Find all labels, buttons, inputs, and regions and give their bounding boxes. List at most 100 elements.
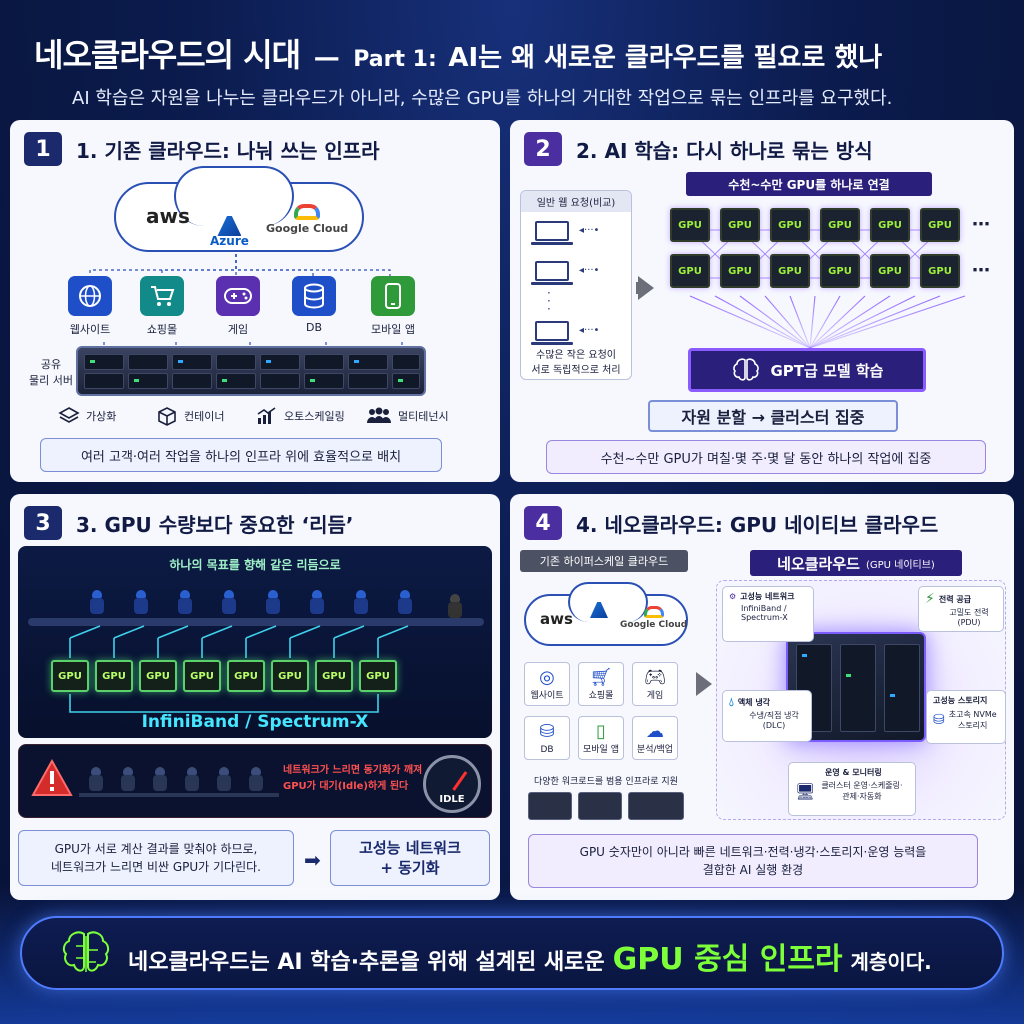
gauge-needle xyxy=(452,771,468,791)
status-led xyxy=(354,360,359,363)
laptop-icon xyxy=(531,321,573,345)
status-led xyxy=(846,674,851,677)
gpu-chip: GPU xyxy=(183,660,221,692)
feature-title-row: 💧︎액체 냉각 xyxy=(729,695,805,710)
rower xyxy=(151,767,169,793)
server-unit xyxy=(128,354,168,370)
storage-icon: ⛁ xyxy=(933,712,945,728)
panel-header: 2 2. AI 학습: 다시 하나로 묶는 방식 xyxy=(524,132,873,166)
rower xyxy=(215,767,233,793)
cluster-label: 수천~수만 GPU를 하나로 연결 xyxy=(686,172,932,196)
gpu-chip: GPU xyxy=(95,660,133,692)
laptop-icon xyxy=(531,221,573,245)
feature-title: 고성능 네트워크 xyxy=(740,592,795,601)
rhythm-caption: 하나의 목표를 향해 같은 리듬으로 xyxy=(169,558,341,572)
idle-gauge: IDLE xyxy=(423,755,481,813)
rower xyxy=(264,590,282,616)
google-cloud-label: Google Cloud xyxy=(620,620,688,630)
feature-autoscaling: 오토스케일링 xyxy=(256,406,345,426)
rower xyxy=(247,767,265,793)
status-led xyxy=(134,379,139,382)
feature-label: 컨테이너 xyxy=(184,410,225,423)
feature-network: ⚙고성능 네트워크 InfiniBand / Spectrum-X xyxy=(722,586,814,642)
panel-legacy-cloud: 1 1. 기존 클라우드: 나눠 쓰는 인프라 aws Azure Google… xyxy=(10,120,500,482)
google-cloud-icon xyxy=(643,606,664,618)
status-led xyxy=(222,379,227,382)
web-request-title: 일반 웹 요청(비교) xyxy=(521,191,631,212)
laptop-icon xyxy=(531,261,573,285)
feature-title-row: ⚙고성능 네트워크 xyxy=(729,591,807,602)
warning-icon xyxy=(31,759,73,796)
arrow-right-icon xyxy=(696,672,712,696)
gpu-chip: GPU xyxy=(720,254,760,288)
server-unit xyxy=(216,354,256,370)
sync-explanation: GPU가 서로 계산 결과를 맞춰야 하므로, 네트워크가 느리면 비싼 GPU… xyxy=(18,830,294,886)
feature-desc: 수냉/직접 냉각 (DLC) xyxy=(749,711,799,730)
conclusion-before: 네오클라우드는 AI 학습·추론을 위해 설계된 새로운 xyxy=(128,950,605,975)
server-unit xyxy=(578,792,622,820)
neocloud-label: 네오클라우드 (GPU 네이티브) xyxy=(750,550,962,576)
upload-cloud-icon: ☁ xyxy=(646,721,664,742)
feature-desc-row: ⛁초고속 NVMe 스토리지 xyxy=(933,709,999,731)
cart-icon: 🛒︎ xyxy=(589,667,613,688)
title-part: Part 1: xyxy=(353,47,437,72)
cloud-top xyxy=(568,582,648,622)
google-cloud-logo: Google Cloud xyxy=(620,606,687,630)
feature-desc: 클러스터 운영·스케줄링· 관제·자동화 xyxy=(821,781,903,801)
server-unit xyxy=(216,373,256,389)
rower xyxy=(220,590,238,616)
rowing-boat xyxy=(28,618,484,626)
page-title: 네오클라우드의 시대 — Part 1: AI는 왜 새로운 클라우드를 필요로… xyxy=(34,30,882,76)
model-training-box: GPT급 모델 학습 xyxy=(688,348,926,392)
status-led xyxy=(266,360,271,363)
model-training-label: GPT급 모델 학습 xyxy=(770,361,884,380)
gpu-chip: GPU xyxy=(920,254,960,288)
server-unit xyxy=(392,373,420,389)
sync-links xyxy=(69,625,409,713)
feature-power: ⚡︎전력 공급 고밀도 전력 (PDU) xyxy=(918,586,1004,632)
neocloud-label-sub: (GPU 네이티브) xyxy=(865,559,935,571)
users-icon xyxy=(367,407,391,423)
rower xyxy=(176,590,194,616)
request-arrow: ◂···• xyxy=(579,265,600,276)
feature-operations: 운영 & 모니터링 🖥︎클러스터 운영·스케줄링· 관제·자동화 xyxy=(788,762,916,816)
feature-virtualization: 가상화 xyxy=(58,406,116,426)
shared-server-label: 공유 물리 서버 xyxy=(29,358,73,387)
panel-number: 3 xyxy=(24,506,62,540)
gpu-chip: GPU xyxy=(870,254,910,288)
gpu-cluster-rack xyxy=(786,632,926,742)
cart-icon xyxy=(140,276,184,316)
web-request-caption: 수많은 작은 요청이 서로 독립적으로 처리 xyxy=(531,350,621,376)
brain-circuit-icon xyxy=(62,931,110,972)
service-db: ⛁ DB xyxy=(524,716,570,760)
feature-container: 컨테이너 xyxy=(156,406,224,426)
gpu-chip: GPU xyxy=(770,208,810,242)
server-unit xyxy=(628,792,684,820)
shift-label: 자원 분할 → 클러스터 집중 xyxy=(648,400,898,432)
container-icon xyxy=(158,407,176,426)
gpu-chip: GPU xyxy=(315,660,353,692)
idle-label: IDLE xyxy=(439,794,465,805)
server-unit xyxy=(304,354,344,370)
conclusion-text: 네오클라우드는 AI 학습·추론을 위해 설계된 새로운 GPU 중심 인프라 … xyxy=(128,934,932,978)
more-indicator: ⋯ xyxy=(972,260,990,281)
monitor-icon: 🖥︎ xyxy=(795,781,816,801)
server-unit xyxy=(128,373,168,389)
feature-desc: 고밀도 전력 (PDU) xyxy=(949,608,989,627)
gamepad-icon: 🎮︎ xyxy=(643,667,667,688)
rowing-boat xyxy=(79,793,279,797)
service-mobile: ▯ 모바일 앱 xyxy=(578,716,624,760)
service-label: DB xyxy=(540,745,554,755)
service-shop: 🛒︎ 쇼핑몰 xyxy=(578,662,624,706)
server-unit xyxy=(348,354,388,370)
workload-caption: 다양한 워크로드를 범용 인프라로 지원 xyxy=(534,777,678,787)
service-label: 분석/백업 xyxy=(636,745,674,755)
server-unit xyxy=(172,354,212,370)
feature-label: 멀티테넌시 xyxy=(398,410,449,423)
chart-up-icon xyxy=(257,407,276,424)
title-main: 네오클라우드의 시대 xyxy=(34,36,301,74)
rower xyxy=(119,767,137,793)
service-analytics: ☁ 분석/백업 xyxy=(632,716,678,760)
service-website: 웹사이트 xyxy=(60,276,120,337)
server-unit xyxy=(260,373,300,389)
